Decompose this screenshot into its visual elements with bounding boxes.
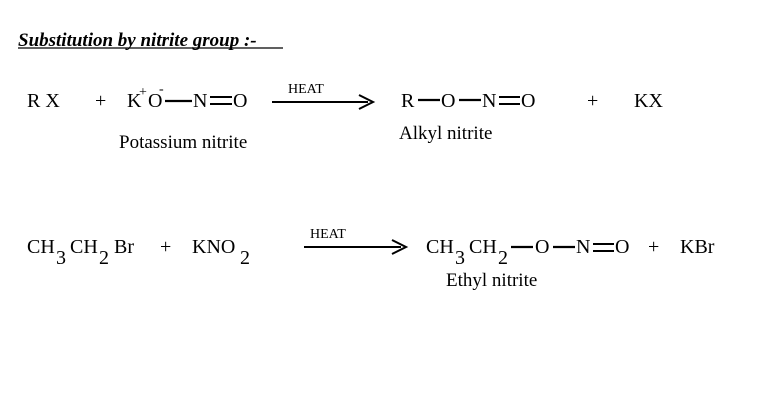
arrow-head xyxy=(358,94,376,110)
atom-o: O xyxy=(615,236,629,258)
plus-sign: + xyxy=(648,236,659,258)
atom-n: N xyxy=(193,90,207,112)
plus-sign: + xyxy=(95,90,106,112)
subscript: 2 xyxy=(240,247,250,269)
group-ch: CH xyxy=(469,236,497,258)
group-ch: CH xyxy=(27,236,55,258)
product-name-label: Alkyl nitrite xyxy=(399,123,492,144)
charge-positive: + xyxy=(139,85,147,100)
product-alkyl-nitrite: R O N O xyxy=(401,90,535,112)
reaction-arrow: HEAT xyxy=(272,82,376,110)
reaction-2: CH 3 CH 2 Br + KNO 2 HEAT CH 3 CH 2 O N xyxy=(27,227,715,291)
reagent-kno2: KNO 2 xyxy=(192,236,250,269)
group-ch: CH xyxy=(70,236,98,258)
atom-n: N xyxy=(482,90,496,112)
formula-kno: KNO xyxy=(192,236,235,258)
subscript: 2 xyxy=(99,247,109,269)
page-title: Substitution by nitrite group :- xyxy=(18,30,257,51)
reaction-1: R X + K + O - N O Potassium nitrite HEAT… xyxy=(27,82,663,153)
reaction-arrow: HEAT xyxy=(304,227,409,255)
charge-negative: - xyxy=(159,82,164,97)
condition-label: HEAT xyxy=(310,227,346,242)
subscript: 2 xyxy=(498,247,508,269)
byproduct-kx: KX xyxy=(634,90,663,112)
product-ethyl-nitrite: CH 3 CH 2 O N O xyxy=(426,236,629,269)
atom-r: R xyxy=(401,90,415,112)
reactant-ethyl-bromide: CH 3 CH 2 Br xyxy=(27,236,134,269)
atom-o: O xyxy=(535,236,549,258)
plus-sign: + xyxy=(587,90,598,112)
arrow-head xyxy=(391,239,409,255)
atom-o: O xyxy=(521,90,535,112)
atom-o: O xyxy=(441,90,455,112)
product-name-label: Ethyl nitrite xyxy=(446,270,537,291)
byproduct-kbr: KBr xyxy=(680,236,715,258)
condition-label: HEAT xyxy=(288,82,324,97)
reagent-potassium-nitrite: K + O - N O xyxy=(127,82,247,112)
reactant-rx: R X xyxy=(27,90,60,112)
plus-sign: + xyxy=(160,236,171,258)
atom-o: O xyxy=(233,90,247,112)
reagent-name-label: Potassium nitrite xyxy=(119,132,247,153)
subscript: 3 xyxy=(455,247,465,269)
atom-o: O xyxy=(148,90,162,112)
atom-k: K xyxy=(127,90,142,112)
subscript: 3 xyxy=(56,247,66,269)
atom-br: Br xyxy=(114,236,134,258)
group-ch: CH xyxy=(426,236,454,258)
atom-n: N xyxy=(576,236,590,258)
